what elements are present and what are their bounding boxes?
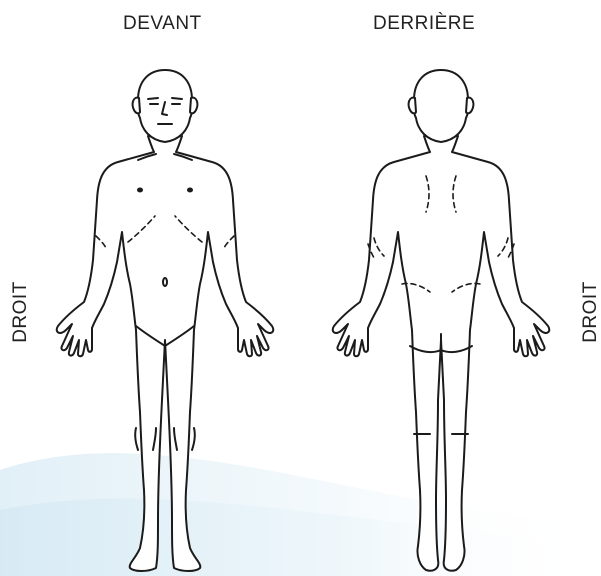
back-head bbox=[414, 70, 469, 142]
back-body-outline bbox=[333, 136, 550, 571]
back-ear-right bbox=[466, 98, 473, 114]
back-ear-left bbox=[409, 98, 416, 114]
